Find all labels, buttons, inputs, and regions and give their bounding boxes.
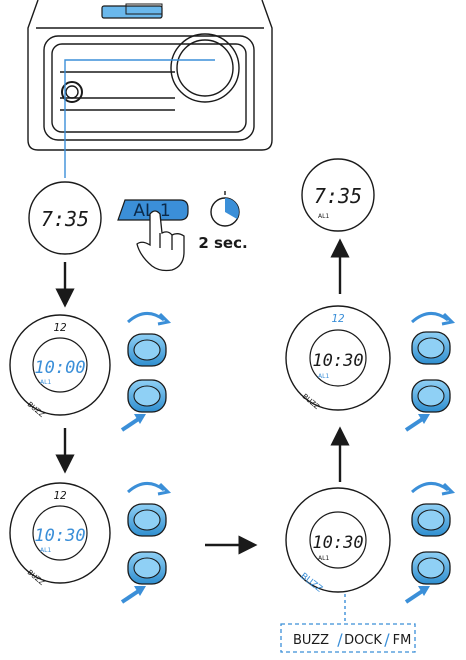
knob-rotate-icon-2 — [127, 482, 172, 537]
dial-hour-set: 12 10:00 AL1 BUZZ — [9, 314, 111, 419]
svg-text:12: 12 — [53, 489, 67, 502]
svg-text:AL1: AL1 — [40, 547, 51, 554]
svg-text:AL1: AL1 — [40, 379, 51, 386]
knob-press-icon-4 — [404, 379, 451, 432]
dial-hour-set-time: 10:00 — [34, 358, 85, 378]
clock-final: 7:35 AL1 — [301, 158, 375, 232]
knob-rotate-icon — [127, 312, 172, 367]
dial-confirm: 12 10:30 AL1 BUZZ — [285, 305, 391, 411]
dial-source-select: 10:30 AL1 BUZZ — [285, 487, 391, 595]
source-option-fm: FM — [393, 633, 412, 648]
timer-icon — [210, 191, 240, 227]
source-option-dock: DOCK — [344, 633, 382, 648]
knob-press-icon — [120, 379, 167, 432]
svg-text:AL1: AL1 — [318, 213, 329, 220]
hold-duration-label: 2 sec. — [198, 234, 247, 252]
knob-rotate-icon-3 — [411, 482, 456, 537]
svg-text:/: / — [384, 630, 390, 649]
knob-press-icon-3 — [404, 551, 451, 604]
dial-confirm-time: 10:30 — [312, 351, 363, 371]
radio-device — [27, 0, 273, 151]
knob-rotate-icon-4 — [411, 312, 456, 365]
display-callout-line — [64, 59, 215, 178]
al1-button-label: AL 1 — [133, 201, 170, 221]
source-options-box — [280, 623, 416, 653]
clock-final-time: 7:35 — [314, 184, 362, 208]
svg-text:12: 12 — [331, 312, 345, 325]
source-option-buzz: BUZZ — [293, 633, 329, 648]
svg-text:12: 12 — [53, 321, 67, 334]
svg-text:/: / — [337, 630, 343, 649]
knob-press-icon-2 — [120, 551, 167, 604]
dial-minute-set: 12 10:30 AL1 BUZZ — [9, 482, 111, 587]
al1-button: AL 1 — [117, 199, 189, 221]
hand-press-icon — [136, 210, 185, 272]
clock-initial: 7:35 — [28, 181, 102, 255]
dial-source-select-time: 10:30 — [312, 533, 363, 553]
dial-minute-set-time: 10:30 — [34, 526, 85, 546]
svg-text:AL1: AL1 — [318, 555, 329, 562]
radio-top-button — [101, 5, 163, 19]
svg-text:AL1: AL1 — [318, 373, 329, 380]
clock-initial-time: 7:35 — [41, 207, 89, 231]
